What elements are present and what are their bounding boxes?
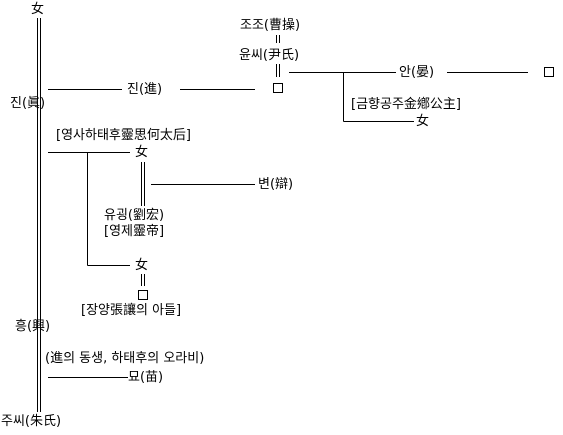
an-child-box [544,67,554,77]
top-female: 女 [31,2,45,17]
jin-ancestor: 진(眞) [10,96,46,111]
jushi: 주씨(朱氏) [1,414,62,429]
myo: 묘(苗) [128,370,164,385]
jin-son: 진(進) [127,82,163,97]
yunssi-child-box [273,83,283,93]
jojo: 조조(曹操) [240,18,301,33]
ha-female: 女 [135,145,149,160]
geumhyang-female: 女 [416,114,430,129]
ha-label: [영사하태후靈思何太后] [56,128,191,143]
yeongje: [영제靈帝] [104,224,165,239]
heung: 흥(興) [15,319,51,334]
second-female: 女 [135,258,149,273]
second-female-child-box [138,290,148,300]
myo-note: (進의 동생, 하태후의 오라비) [45,351,205,366]
an: 안(晏) [399,65,435,80]
geumhyang-label: [금향공주金鄕公主] [351,97,461,112]
jangyang-label: [장양張讓의 아들] [81,303,182,318]
byeon: 변(辯) [258,177,294,192]
yugwang: 유굉(劉宏) [104,208,165,223]
yunssi: 윤씨(尹氏) [239,48,300,63]
